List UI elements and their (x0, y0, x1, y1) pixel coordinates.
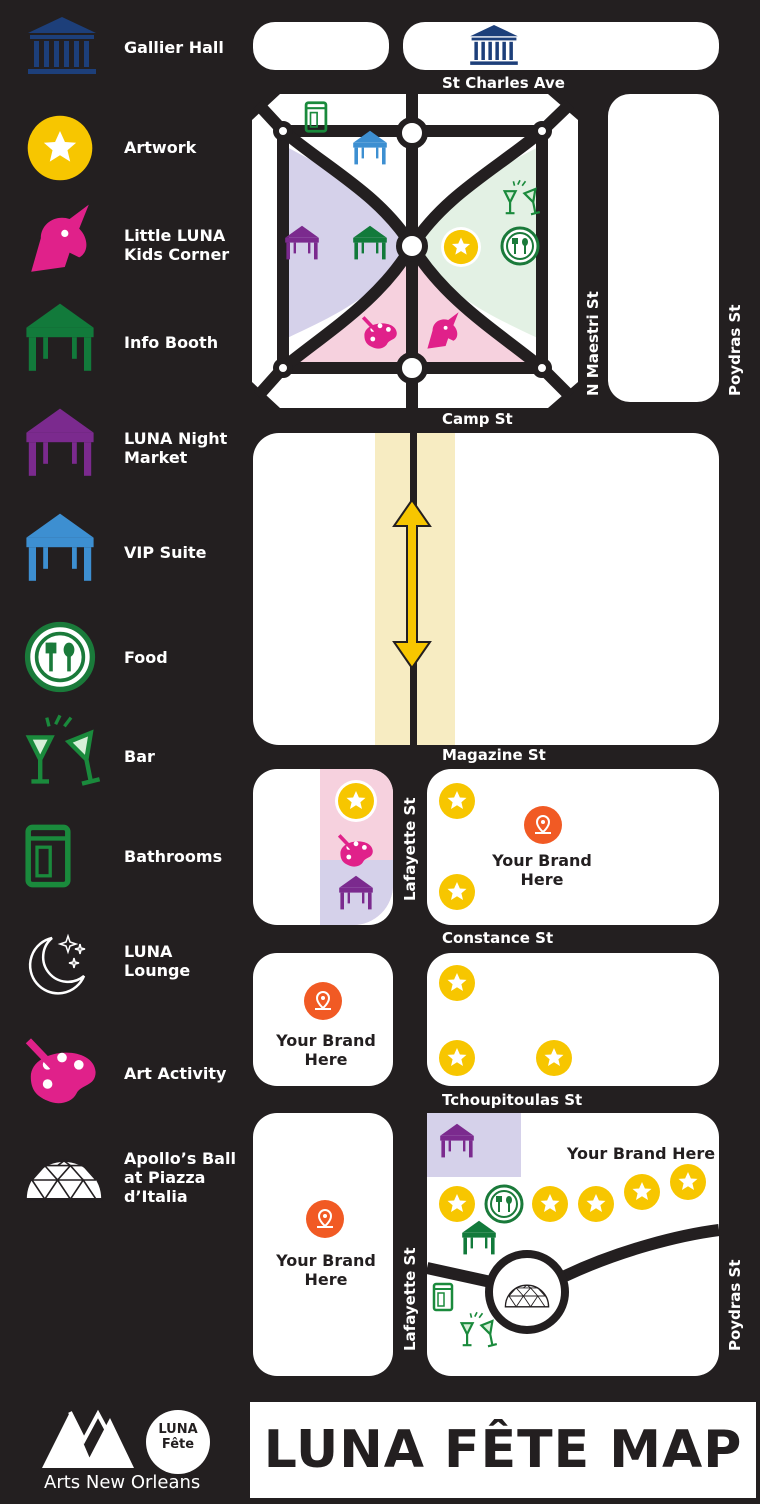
palette-icon (28, 1041, 95, 1103)
unicorn-icon (31, 204, 89, 272)
brand-spot-magazine: Your Brand Here (492, 851, 592, 889)
street-lafayette-bottom: Lafayette St (401, 1247, 419, 1351)
luna-fete-badge-text: LUNA Fête (158, 1422, 198, 1452)
market-tent-icon (26, 408, 94, 476)
gallier-hall-icon (28, 17, 96, 74)
block-mag-right (427, 769, 719, 925)
legend-label-bar: Bar (124, 747, 155, 766)
map-title: LUNA FÊTE MAP (263, 1420, 743, 1480)
info-tent-icon (26, 303, 94, 371)
piazza-block (425, 1113, 720, 1376)
cocktail-icon (29, 715, 99, 783)
street-st-charles: St Charles Ave (442, 74, 565, 92)
legend-label-apollos-ball: Apollo’s Ball at Piazza d’Italia (124, 1149, 236, 1206)
street-constance: Constance St (442, 929, 554, 947)
block-gallier (403, 22, 719, 70)
food-icon (28, 625, 93, 690)
portable-toilet-icon (28, 827, 68, 884)
street-magazine: Magazine St (442, 746, 546, 764)
block-bottom-left (253, 1113, 393, 1376)
block-maestri (608, 94, 719, 402)
vip-tent-icon (26, 513, 94, 581)
legend-label-vip-suite: VIP Suite (124, 543, 207, 562)
street-camp: Camp St (442, 410, 513, 428)
block-camp-right (417, 433, 719, 745)
street-n-maestri: N Maestri St (584, 291, 602, 396)
arts-new-orleans-label: Arts New Orleans (44, 1472, 201, 1493)
arts-new-orleans-logo (42, 1409, 134, 1468)
legend-label-art-activity: Art Activity (124, 1064, 227, 1083)
block-camp-left (253, 433, 407, 745)
brand-pin-icon (303, 981, 343, 1021)
street-poydras-top: Poydras St (726, 304, 744, 396)
luna-fete-badge (146, 1410, 210, 1474)
legend-label-bathrooms: Bathrooms (124, 847, 223, 866)
legend-label-artwork: Artwork (124, 138, 197, 157)
lafayette-square (252, 94, 578, 408)
legend-label-gallier-hall: Gallier Hall (124, 38, 224, 57)
brand-spot-constance: Your Brand Here (276, 1031, 376, 1069)
street-lafayette-mid: Lafayette St (401, 797, 419, 901)
block-con-right (427, 953, 719, 1086)
brand-pin-icon (305, 1199, 345, 1239)
street-tchoupitoulas: Tchoupitoulas St (442, 1091, 583, 1109)
brand-pin-icon (523, 805, 563, 845)
title-box: LUNA FÊTE MAP (250, 1402, 756, 1498)
legend-label-food: Food (124, 648, 168, 667)
gallier-hall-map-icon (470, 25, 518, 65)
geodesic-dome-icon (24, 1159, 104, 1201)
block-top-left (253, 22, 389, 70)
two-way-arrow (392, 498, 432, 670)
artwork-star-icon (27, 115, 93, 181)
legend-label-luna-lounge: LUNA Lounge (124, 942, 191, 980)
brand-spot-piazza: Your Brand Here (566, 1144, 716, 1163)
legend-label-info-booth: Info Booth (124, 333, 219, 352)
brand-spot-bottom-left: Your Brand Here (276, 1251, 376, 1289)
street-poydras-bottom: Poydras St (726, 1259, 744, 1351)
legend-label-kids-corner: Little LUNA Kids Corner (124, 226, 230, 264)
legend-label-night-market: LUNA Night Market (124, 429, 228, 467)
moon-stars-icon (28, 933, 86, 995)
